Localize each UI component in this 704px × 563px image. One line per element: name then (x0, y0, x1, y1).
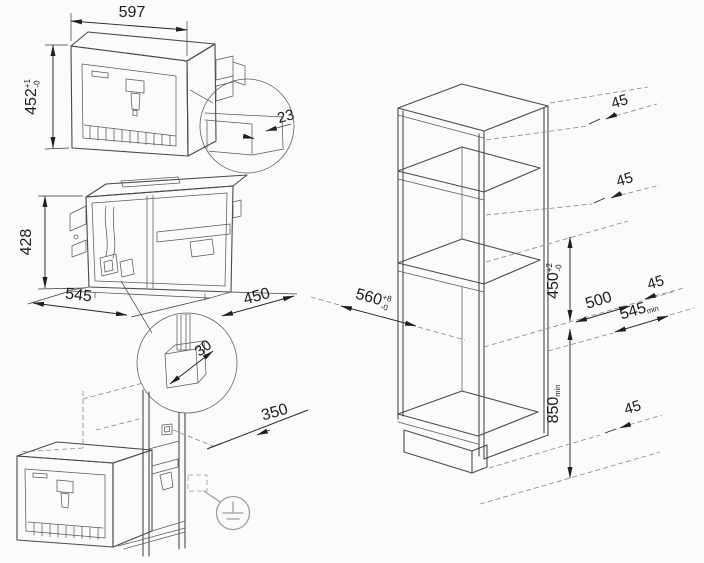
dim-niche-height-450: 450+2-0 (483, 220, 677, 348)
dim-gap-upper-45: 45 (485, 169, 661, 216)
front-frame-tabs (69, 205, 87, 258)
dim-label-45-bottom: 45 (622, 397, 643, 418)
shelf-upper (397, 146, 541, 193)
dim-label-30: 30 (192, 337, 216, 361)
dim-floor-height-850: 850min (479, 328, 661, 505)
wall-socket (161, 423, 173, 436)
dim-label-850min: 850min (545, 385, 562, 424)
shelf-middle (397, 238, 541, 285)
coffee-spout (125, 78, 145, 117)
dim-label-597: 597 (119, 4, 146, 21)
dim-label-23: 23 (275, 106, 296, 127)
dim-niche-width-560: 560+8-0 (310, 286, 466, 341)
cabinet-column-drawing (397, 83, 549, 474)
dim-socket-350: 350 (172, 401, 309, 450)
slide-rails (117, 458, 186, 550)
installed-view: 350 (16, 382, 309, 557)
coffee-machine-installed-drawing (16, 441, 186, 550)
dim-width-545: 545 (27, 285, 211, 318)
front-view: 597 452+1-0 23 (23, 4, 296, 174)
coffee-spout (56, 479, 74, 509)
dim-label-45-upper: 45 (614, 169, 635, 190)
top-lid (120, 176, 181, 188)
dim-label-450: 450 (242, 285, 272, 308)
column-view: 45 45 560+8-0 450+2-0 500 45 (310, 83, 695, 505)
dim-label-452: 452+1-0 (23, 79, 42, 115)
dim-label-545: 545 (64, 285, 93, 305)
dim-label-560: 560+8-0 (353, 286, 393, 313)
drip-grille (83, 124, 177, 137)
drip-grille (27, 521, 104, 540)
dim-depth-450: 450 (221, 285, 298, 317)
dim-label-428: 428 (18, 229, 35, 256)
dim-width-597: 597 (70, 4, 188, 56)
detail-circle-plug: 30 (120, 280, 238, 414)
power-plug (99, 253, 135, 278)
dim-label-350: 350 (260, 401, 290, 425)
dim-gap-bottom-45: 45 (488, 397, 663, 469)
dim-gap-top-45: 45 (485, 86, 658, 141)
vent-detail (91, 70, 109, 79)
dim-gap-mid-45: 45 (644, 272, 685, 300)
coffee-machine-front-drawing (70, 31, 246, 157)
shelf-bottom (397, 390, 539, 437)
earth-ground-icon (222, 501, 244, 520)
detail-circle-front-overhang: 23 (199, 78, 296, 174)
earthing-callout (187, 474, 251, 531)
dim-label-45-mid: 45 (645, 272, 666, 293)
body-view: 428 545 450 30 (18, 174, 298, 414)
hanging-cables (104, 205, 116, 259)
column-section-drawing (18, 382, 186, 557)
dim-height-428: 428 (18, 195, 87, 290)
dim-label-45-top: 45 (609, 91, 630, 112)
dim-height-452: 452+1-0 (23, 44, 70, 150)
dim-label-450-niche: 450+2-0 (545, 263, 564, 299)
plinth (403, 429, 488, 474)
